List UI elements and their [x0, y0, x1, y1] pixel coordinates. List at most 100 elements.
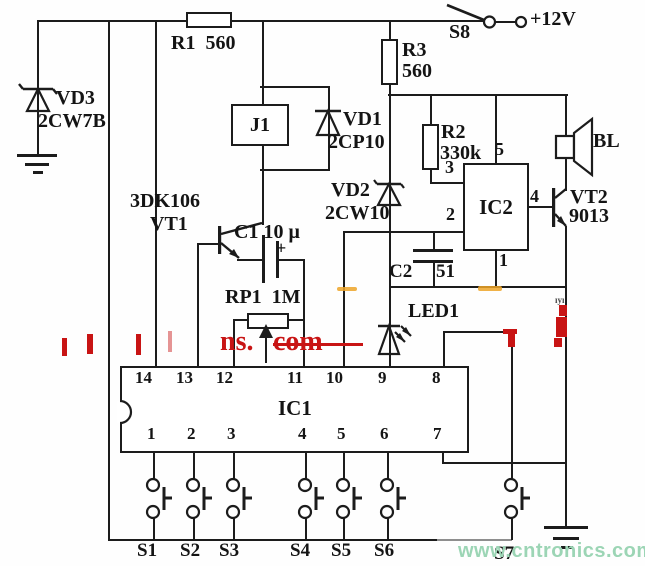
- label-s8: S8: [449, 21, 471, 43]
- label-led1: LED1: [408, 300, 460, 322]
- label-s6: S6: [374, 540, 395, 561]
- resistor-r1: [186, 12, 232, 28]
- wire: [287, 319, 304, 321]
- wire: [343, 231, 345, 367]
- label-vt1-part: 3DK106: [130, 190, 200, 212]
- label-s7: S7: [494, 543, 515, 564]
- wire: [37, 20, 484, 22]
- wire: [153, 517, 155, 540]
- label-vd1-type: 2CP10: [328, 131, 385, 153]
- wire: [260, 86, 330, 88]
- switch-s8-icon[interactable]: [443, 0, 535, 32]
- wire: [343, 517, 345, 540]
- wire: [430, 94, 432, 125]
- relay-j1: J1: [231, 104, 289, 146]
- transistor-vt1-icon: [218, 221, 263, 259]
- capacitor-c2-plate: [413, 260, 453, 263]
- ground-icon: [33, 171, 43, 174]
- ground-icon: [561, 546, 573, 549]
- label-s3: S3: [219, 540, 240, 561]
- wire: [343, 451, 345, 479]
- ic2-label: IC2: [479, 194, 513, 219]
- ic1-notch: [117, 399, 133, 425]
- switch-s3-icon[interactable]: [225, 477, 255, 521]
- wire: [433, 231, 435, 251]
- wire: [343, 231, 465, 233]
- label-vd3-type: 2CW7B: [38, 110, 106, 132]
- wire: [153, 451, 155, 479]
- label-vd3-name: VD3: [56, 87, 95, 109]
- wire: [430, 182, 465, 184]
- switch-s7-icon[interactable]: [503, 477, 533, 521]
- red-watermark-mark: [87, 334, 93, 354]
- label-bl: BL: [593, 130, 620, 152]
- resistor-r3: [381, 39, 398, 85]
- label-ic2-pin3: 3: [445, 157, 454, 177]
- ground-icon: [544, 526, 588, 529]
- wire: [237, 259, 265, 261]
- switch-s2-icon[interactable]: [185, 477, 215, 521]
- wire: [277, 259, 305, 261]
- wire: [388, 94, 568, 96]
- ic1-pin-label: 11: [287, 368, 304, 387]
- ic1-pin-label: 9: [378, 368, 387, 387]
- ic1-box: [120, 366, 469, 453]
- wire: [442, 462, 567, 464]
- red-watermark-mark: [559, 305, 567, 316]
- red-watermark-fragment: ns.: [220, 326, 254, 357]
- red-watermark-mark: [556, 317, 567, 337]
- label-ic2-pin5: 5: [495, 139, 504, 159]
- ground-icon: [17, 154, 57, 157]
- wire: [262, 145, 264, 225]
- wire: [233, 319, 249, 321]
- label-vt2-name: VT2: [570, 186, 608, 208]
- wire: [265, 334, 267, 363]
- switch-s6-icon[interactable]: [379, 477, 409, 521]
- label-c1: C1 10 μ: [234, 221, 300, 243]
- label-s2: S2: [180, 540, 201, 561]
- label-r2-name: R2: [441, 121, 466, 143]
- wire: [108, 539, 437, 541]
- red-watermark-mark: [554, 338, 562, 347]
- switch-s1-icon[interactable]: [145, 477, 175, 521]
- ground-icon: [25, 163, 49, 166]
- wire: [305, 517, 307, 540]
- switch-s5-icon[interactable]: [335, 477, 365, 521]
- ic1-pin-label: 2: [187, 424, 196, 443]
- orange-mark: [337, 287, 357, 291]
- wire: [565, 156, 567, 191]
- capacitor-c2-plate: [413, 249, 453, 252]
- wire: [108, 20, 110, 541]
- wire: [193, 517, 195, 540]
- label-r1: R1 560: [171, 32, 236, 54]
- zener-diode-vd2-icon: [373, 179, 405, 207]
- wire: [442, 451, 444, 463]
- label-r3-value: 560: [402, 60, 432, 82]
- ic1-pin-label: 12: [216, 368, 233, 387]
- label-r2-value: 330k: [440, 142, 482, 164]
- wire: [262, 20, 264, 106]
- ic1-pin-label: 1: [147, 424, 156, 443]
- wire: [430, 169, 432, 184]
- rp1-wiper-arrow: [259, 324, 273, 338]
- ic1-pin-label: 7: [433, 424, 442, 443]
- switch-s4-icon[interactable]: [297, 477, 327, 521]
- label-s4: S4: [290, 540, 311, 561]
- tiny-artifact: ıyı: [555, 295, 565, 305]
- red-watermark-mark: [62, 338, 67, 356]
- label-vd2-type: 2CW10: [325, 202, 390, 224]
- wire: [433, 263, 435, 288]
- label-ic2-pin4: 4: [530, 186, 539, 206]
- label-c2-name: C2: [389, 261, 413, 282]
- resistor-r2: [422, 124, 439, 170]
- wire: [260, 169, 330, 171]
- ic2-box: IC2: [463, 163, 529, 251]
- green-watermark: www.cntronics.com: [458, 540, 645, 562]
- label-r3-name: R3: [402, 39, 427, 61]
- label-vd1-name: VD1: [343, 108, 382, 130]
- label-ic2-pin2: 2: [446, 204, 455, 224]
- label-rp1: RP1 1M: [225, 286, 301, 308]
- ic1-pin-label: 5: [337, 424, 346, 443]
- speaker-bl-icon: [554, 116, 594, 178]
- wire-faded: [437, 539, 512, 541]
